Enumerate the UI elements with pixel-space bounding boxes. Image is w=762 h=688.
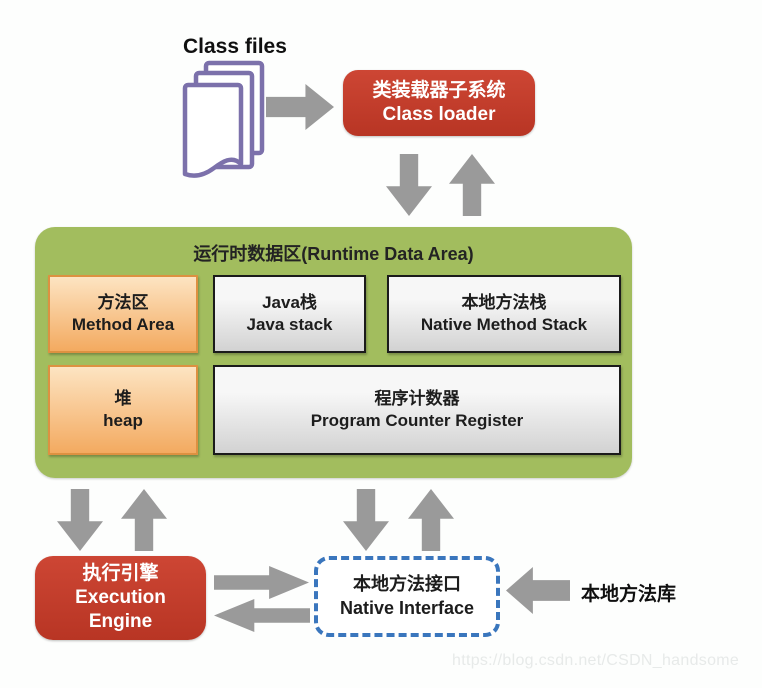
arrow-runtime-to-classloader-up [449, 154, 495, 216]
native-method-stack-label-zh: 本地方法栈 [461, 292, 547, 312]
heap-label-en: heap [103, 411, 143, 430]
arrow-classfiles-to-classloader [266, 84, 334, 130]
class-files-label: Class files [183, 35, 287, 58]
execution-engine-label-zh: 执行引擎 [82, 562, 159, 584]
class-loader-label-en: Class loader [382, 104, 496, 125]
native-method-library-label: 本地方法库 [581, 584, 677, 605]
arrow-runtime-to-engine-down [57, 489, 103, 551]
method-area-label-en: Method Area [71, 315, 175, 334]
native-interface-label-en: Native Interface [339, 597, 475, 618]
java-stack-node: Java栈 Java stack [213, 275, 366, 353]
class-loader-label-zh: 类装载器子系统 [372, 79, 506, 101]
watermark-url: https://blog.csdn.net/CSDN_handsome [452, 652, 740, 669]
class-loader-node: 类装载器子系统 Class loader [343, 70, 535, 136]
arrow-library-to-interface [506, 567, 570, 614]
heap-node: 堆 heap [48, 365, 198, 455]
java-stack-label-zh: Java栈 [262, 292, 317, 312]
arrow-runtime-to-interface-down [343, 489, 389, 551]
program-counter-label-en: Program Counter Register [310, 411, 524, 430]
execution-engine-node: 执行引擎 Execution Engine [35, 556, 206, 640]
heap-label-zh: 堆 [114, 388, 132, 408]
arrow-engine-to-interface [214, 566, 309, 599]
method-area-label-zh: 方法区 [97, 292, 149, 312]
execution-engine-label-en2: Engine [88, 611, 153, 633]
native-method-stack-label-en: Native Method Stack [420, 315, 588, 334]
arrow-interface-to-engine [214, 599, 310, 632]
arrow-classloader-to-runtime-down [386, 154, 432, 216]
java-stack-label-en: Java stack [246, 315, 333, 334]
runtime-data-area-title: 运行时数据区(Runtime Data Area) [193, 244, 474, 264]
class-files-documents-icon [182, 60, 265, 178]
native-method-stack-node: 本地方法栈 Native Method Stack [387, 275, 621, 353]
arrow-engine-to-runtime-up [121, 489, 167, 551]
native-interface-label-zh: 本地方法接口 [353, 574, 461, 595]
arrow-interface-to-runtime-up [408, 489, 454, 551]
native-interface-node: 本地方法接口 Native Interface [314, 556, 500, 637]
program-counter-label-zh: 程序计数器 [374, 388, 460, 408]
method-area-node: 方法区 Method Area [48, 275, 198, 353]
execution-engine-label-en1: Execution [75, 586, 166, 608]
program-counter-node: 程序计数器 Program Counter Register [213, 365, 621, 455]
runtime-data-area-container: 运行时数据区(Runtime Data Area) 方法区 Method Are… [35, 227, 632, 478]
